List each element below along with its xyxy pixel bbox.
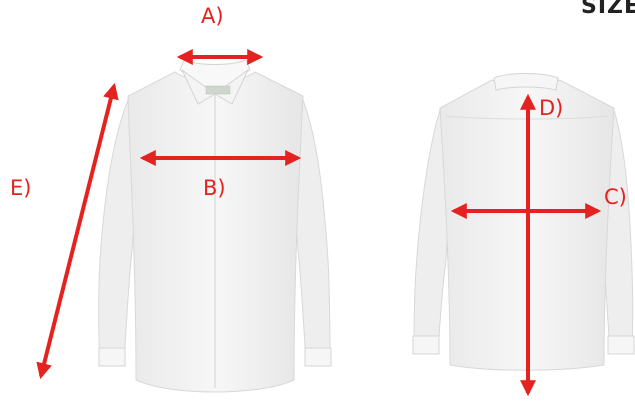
measurement-label-e: E): [10, 176, 32, 200]
arrow-e-sleeve-length: [36, 82, 119, 380]
measurement-label-a: A): [201, 4, 224, 28]
back-shirt: [412, 73, 635, 371]
measurement-label-b: B): [203, 176, 226, 200]
size-heading: SIZE: [581, 0, 635, 19]
measurement-label-d: D): [539, 96, 564, 120]
measurement-label-c: C): [604, 185, 627, 209]
front-shirt: [98, 59, 332, 393]
